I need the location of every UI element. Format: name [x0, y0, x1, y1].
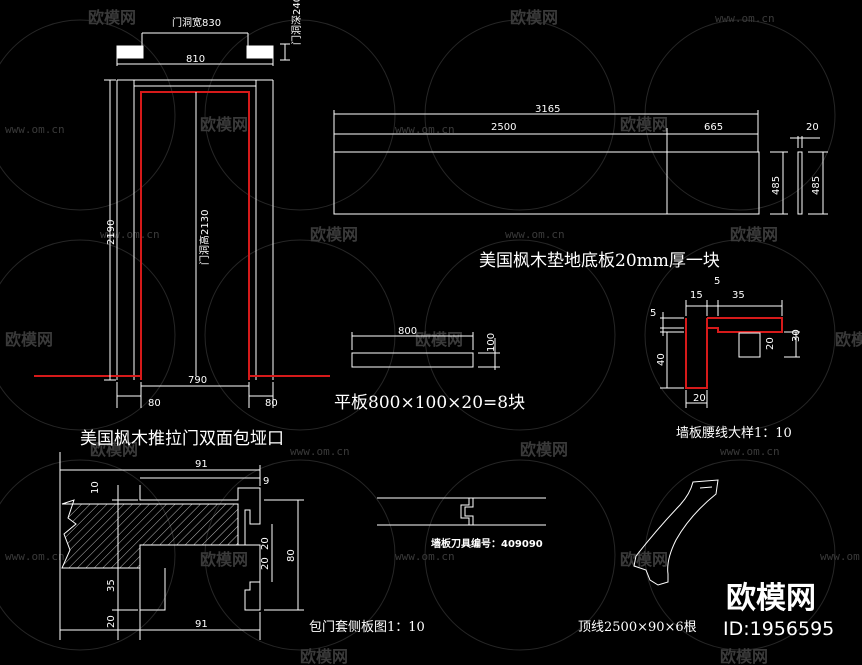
dim-door-opening-width: 门洞宽830 [172, 16, 221, 29]
flat-board-drawing [351, 332, 500, 370]
watermark-layer: 欧模网 欧模网 欧模网 欧模网 欧模网 欧模网 欧模网 欧模网 欧模网 欧模网 … [0, 8, 862, 665]
dim-flat-100: 100 [486, 333, 497, 352]
dim-flat-800: 800 [398, 326, 417, 337]
watermark-brand: 欧模网 [720, 647, 768, 665]
dim-door-depth: 门洞深240 [290, 0, 303, 45]
door-top-section [116, 32, 290, 66]
dim-waist-5-left: 5 [650, 308, 656, 319]
dim-waist-20-bottom: 20 [693, 393, 706, 404]
dim-door-opening-height: 门洞高2130 [198, 210, 211, 265]
dim-side-9: 9 [263, 476, 269, 487]
dim-door-2190: 2190 [106, 220, 117, 245]
watermark-brand: 欧模网 [520, 440, 568, 459]
waist-line-detail [660, 300, 800, 408]
watermark-brand: 欧模网 [90, 440, 138, 459]
dim-floor-665: 665 [704, 122, 723, 133]
watermark-url: www.om.cn [715, 12, 775, 25]
watermark-url: www.om.cn [720, 445, 780, 458]
watermark-brand: 欧模网 [510, 8, 558, 27]
dim-side-20-a: 20 [260, 537, 271, 550]
brand-logo: 欧模网 [726, 581, 816, 616]
door-side-section [59, 452, 304, 640]
dim-side-20-b: 20 [260, 557, 271, 570]
floor-board-drawing [333, 110, 828, 215]
watermark-url: www.om.cn [290, 445, 350, 458]
dim-door-790: 790 [188, 375, 207, 386]
dim-floor-485-b: 485 [811, 176, 822, 195]
watermark-url: www.om.cn [100, 228, 160, 241]
watermark-brand: 欧模网 [200, 115, 248, 134]
title-waist-line: 墙板腰线大样1：10 [676, 426, 792, 441]
dim-side-20-c: 20 [106, 615, 117, 628]
watermark-brand: 欧模网 [730, 225, 778, 244]
dim-side-80: 80 [286, 549, 297, 562]
title-top-line: 顶线2500×90×6根 [578, 620, 697, 635]
title-floor-board: 美国枫木垫地底板20mm厚一块 [479, 251, 720, 271]
dim-floor-20: 20 [806, 122, 819, 133]
dim-side-35: 35 [106, 579, 117, 592]
dim-floor-2500: 2500 [491, 122, 516, 133]
watermark-brand: 欧模网 [200, 550, 248, 569]
watermark-brand: 欧模网 [310, 225, 358, 244]
watermark-brand: 欧模网 [88, 8, 136, 27]
dim-waist-5-top: 5 [714, 276, 720, 287]
watermark-brand: 欧模网 [835, 330, 862, 349]
watermark-url: www.om.cn [395, 123, 455, 136]
dim-door-80-left: 80 [148, 398, 161, 409]
watermark-brand: 欧模网 [620, 115, 668, 134]
dim-door-80-right: 80 [265, 398, 278, 409]
dim-waist-30: 30 [791, 329, 802, 342]
title-door: 美国枫木推拉门双面包垭口 [80, 429, 284, 449]
dim-side-10: 10 [90, 481, 101, 494]
dim-door-810: 810 [186, 54, 205, 65]
tongue-groove-joint [377, 497, 546, 526]
dim-waist-40: 40 [656, 353, 667, 366]
dim-side-91-bottom: 91 [195, 619, 208, 630]
watermark-brand: 欧模网 [415, 330, 463, 349]
watermark-brand: 欧模网 [300, 647, 348, 665]
title-flat-board: 平板800×100×20=8块 [334, 393, 525, 413]
watermark-brand: 欧模网 [5, 330, 53, 349]
dim-floor-485-a: 485 [771, 176, 782, 195]
dim-waist-15: 15 [690, 290, 703, 301]
watermark-url: www.om.cn [5, 550, 65, 563]
watermark-url: www.om.cn [820, 550, 862, 563]
brand-id: ID:1956595 [723, 618, 834, 640]
tool-code-label: 墙板刀具编号：409090 [431, 537, 543, 550]
dim-side-91-top: 91 [195, 459, 208, 470]
dim-waist-35: 35 [732, 290, 745, 301]
watermark-brand: 欧模网 [620, 550, 668, 569]
door-frame-elevation [34, 32, 330, 408]
dim-waist-20-right: 20 [765, 337, 776, 350]
watermark-url: www.om.cn [5, 123, 65, 136]
watermark-url: www.om.cn [505, 228, 565, 241]
title-door-side: 包门套侧板图1：10 [309, 619, 425, 635]
crown-molding-profile [633, 479, 719, 586]
watermark-url: www.om.cn [395, 550, 455, 563]
dim-floor-3165: 3165 [535, 104, 560, 115]
